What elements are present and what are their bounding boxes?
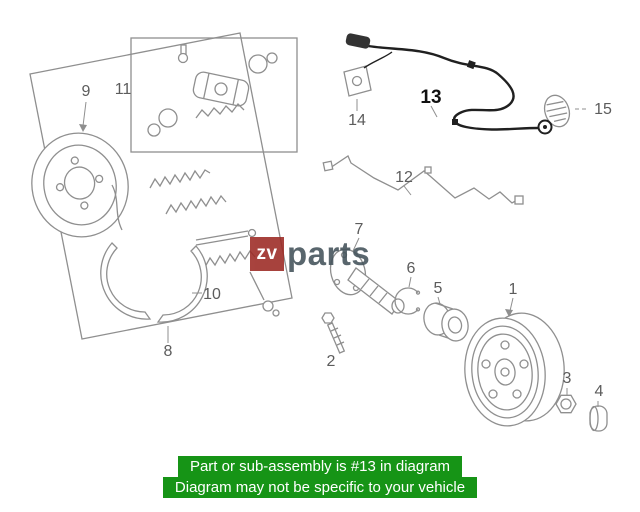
callout-4: 4 xyxy=(595,383,604,400)
sensor-bracket-part xyxy=(343,65,372,97)
callout-6: 6 xyxy=(407,260,416,277)
callout-1: 1 xyxy=(509,281,518,298)
adjuster-lever-part xyxy=(111,184,123,231)
info-banner: Part or sub-assembly is #13 in diagram D… xyxy=(0,456,640,498)
wheel-bearing-part xyxy=(423,302,469,342)
abs-sensor-cable-part xyxy=(345,33,553,135)
hub-bolt-part xyxy=(321,312,346,354)
grease-cap-part xyxy=(589,405,608,432)
brake-shoes-part xyxy=(100,242,208,323)
wheel-cylinder-part xyxy=(147,44,278,137)
callout-12: 12 xyxy=(395,169,413,186)
callout-13-highlighted: 13 xyxy=(420,87,441,108)
sensor-cap-part xyxy=(543,94,571,128)
hub-nut-part xyxy=(555,394,577,414)
callout-14: 14 xyxy=(348,112,366,129)
callout-3: 3 xyxy=(563,370,572,387)
banner-line-2: Diagram may not be specific to your vehi… xyxy=(162,477,478,498)
abs-sensor-head xyxy=(345,33,371,49)
hub-part xyxy=(329,248,405,315)
snap-ring-part xyxy=(394,287,421,315)
brake-drum-part xyxy=(464,312,565,427)
banner-line-1: Part or sub-assembly is #13 in diagram xyxy=(177,456,463,477)
callout-15: 15 xyxy=(594,101,612,118)
callout-leaders xyxy=(79,99,599,407)
callout-9: 9 xyxy=(82,83,91,100)
wiring-harness-part xyxy=(322,155,524,205)
backing-plate-part xyxy=(31,132,129,238)
shoe-springs-part xyxy=(149,169,280,317)
callout-8: 8 xyxy=(164,343,173,360)
callout-5: 5 xyxy=(434,280,443,297)
callout-7: 7 xyxy=(355,221,364,238)
callout-10: 10 xyxy=(203,286,221,303)
callout-2: 2 xyxy=(327,353,336,370)
callout-11: 11 xyxy=(115,81,132,98)
wheel-cylinder-box xyxy=(130,37,298,153)
assembly-outline-box xyxy=(29,32,293,340)
